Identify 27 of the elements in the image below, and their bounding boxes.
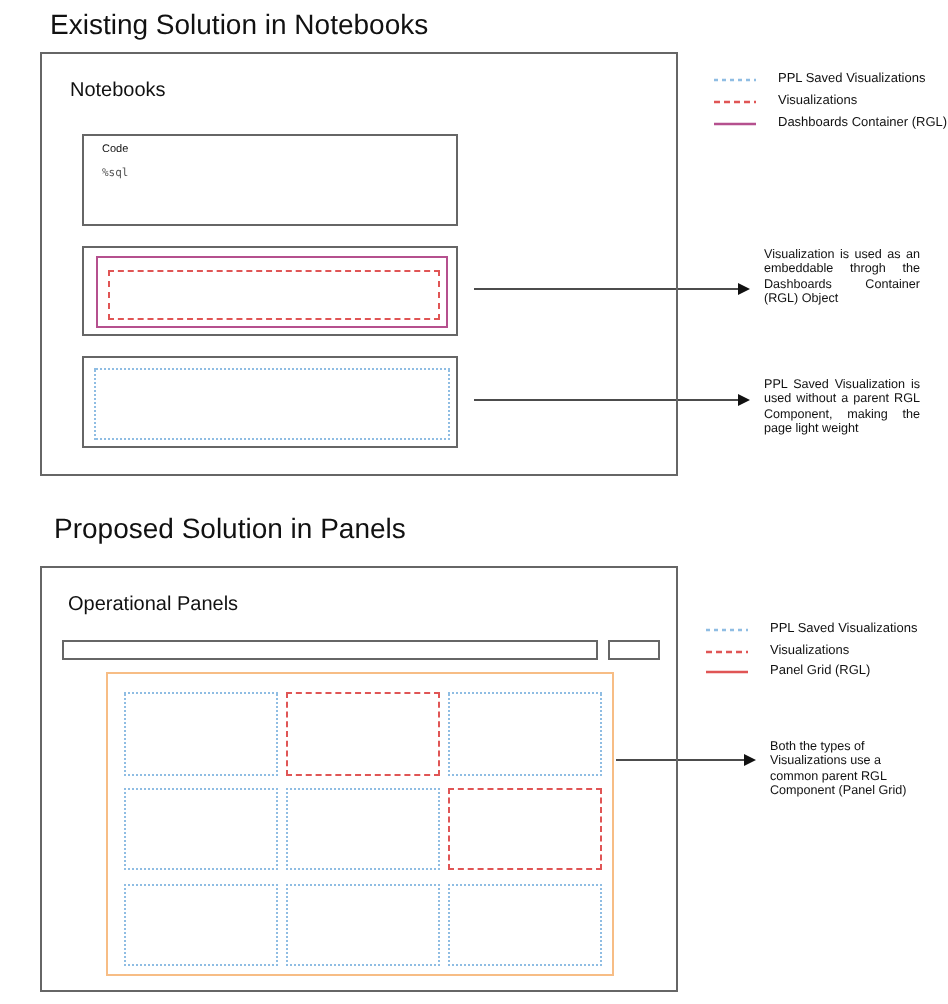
visualization-box — [286, 788, 440, 870]
visualization-box — [286, 884, 440, 966]
panel-box — [82, 356, 458, 448]
panel-box — [608, 640, 660, 660]
window-frame — [40, 52, 678, 476]
heading: Operational Panels — [68, 594, 239, 616]
visualization-box — [94, 368, 450, 440]
panel-box — [82, 134, 458, 226]
visualization-box — [124, 788, 278, 870]
heading: Notebooks — [70, 80, 166, 102]
visualization-box — [124, 692, 278, 776]
visualization-box — [124, 884, 278, 966]
grid-container — [106, 672, 614, 976]
arrow — [473, 283, 750, 295]
visualization-box — [448, 788, 602, 870]
visualization-box — [448, 692, 602, 776]
panel-box — [62, 640, 598, 660]
visualization-box — [448, 884, 602, 966]
visualization-box — [108, 270, 440, 320]
visualization-box — [286, 692, 440, 776]
panel-box — [82, 246, 458, 336]
arrow — [473, 394, 750, 406]
arrow — [615, 754, 756, 766]
container-box — [96, 256, 448, 328]
section-title: Existing Solution in Notebooks — [50, 8, 429, 40]
window-frame — [40, 566, 678, 992]
section-title: Proposed Solution in Panels — [54, 512, 406, 544]
